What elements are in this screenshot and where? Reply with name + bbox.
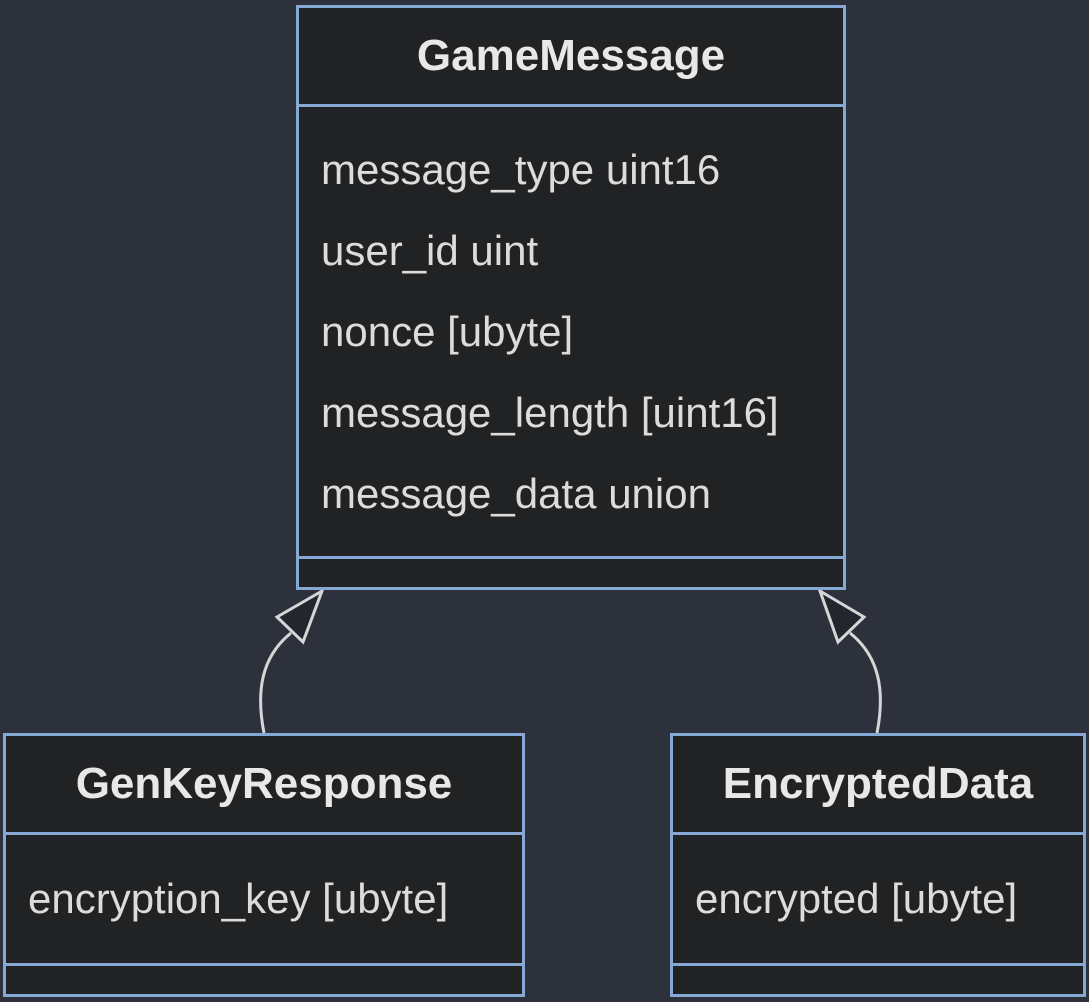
hollow-triangle-arrowhead-icon [817, 587, 867, 645]
class-node-genkeyresponse[interactable]: GenKeyResponse encryption_key [ubyte] [3, 733, 525, 997]
inheritance-arrow-genkeyresponse-to-gamemessage [259, 587, 325, 734]
fields-compartment: message_type uint16 user_id uint nonce [… [299, 107, 843, 556]
methods-compartment-empty [6, 963, 522, 994]
hollow-triangle-arrowhead-icon [274, 587, 325, 645]
edge-curve-left [259, 631, 292, 734]
field-encrypted: encrypted [ubyte] [695, 875, 1018, 922]
methods-compartment-empty [673, 963, 1083, 994]
fields-compartment: encrypted [ubyte] [673, 835, 1083, 963]
field-message-data: message_data union [321, 469, 711, 517]
class-title: EncryptedData [673, 736, 1083, 835]
class-node-encrypteddata[interactable]: EncryptedData encrypted [ubyte] [670, 733, 1086, 997]
methods-compartment-empty [299, 556, 843, 587]
field-user-id: user_id uint [321, 226, 539, 274]
field-encryption-key: encryption_key [ubyte] [28, 875, 449, 922]
fields-compartment: encryption_key [ubyte] [6, 835, 522, 963]
field-message-length: message_length [uint16] [321, 388, 779, 436]
field-message-type: message_type uint16 [321, 145, 721, 193]
class-title: GameMessage [299, 8, 843, 107]
inheritance-arrow-encrypteddata-to-gamemessage [817, 587, 882, 734]
field-nonce: nonce [ubyte] [321, 307, 574, 355]
class-node-gamemessage[interactable]: GameMessage message_type uint16 user_id … [296, 5, 846, 590]
class-title: GenKeyResponse [6, 736, 522, 835]
edge-curve-right [849, 631, 882, 734]
